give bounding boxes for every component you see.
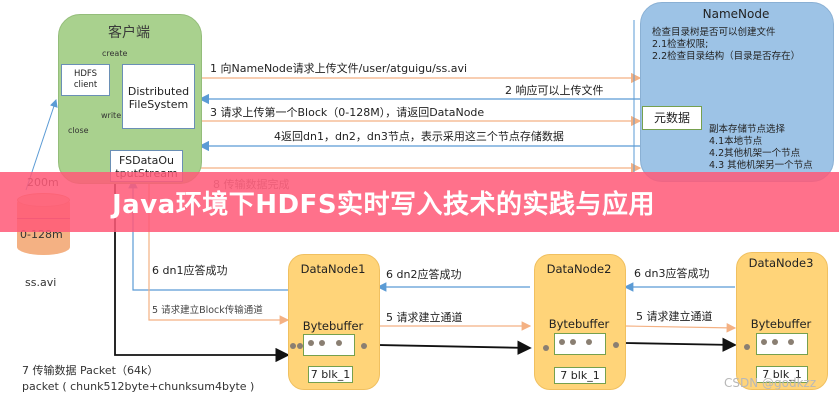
packet-dot bbox=[290, 343, 296, 349]
packet-dot bbox=[308, 340, 314, 346]
packet-dot bbox=[613, 342, 619, 348]
datanode-3-buffer bbox=[756, 333, 808, 355]
datanode-3-title: DataNode3 bbox=[748, 256, 814, 270]
title-banner bbox=[0, 172, 839, 232]
namenode-container bbox=[640, 2, 834, 182]
check-line: 2.1检查权限; bbox=[652, 39, 709, 50]
datanode-3-buffer-label: Bytebuffer bbox=[750, 317, 812, 331]
datanode-1-title: DataNode1 bbox=[300, 262, 366, 276]
message-7-line1: 7 传输数据 Packet（64k） bbox=[22, 364, 159, 377]
packet-dot bbox=[586, 339, 592, 345]
packet-dot bbox=[319, 340, 325, 346]
datanode-2-title: DataNode2 bbox=[546, 262, 612, 276]
fsdos-line1: FSDataOu bbox=[118, 154, 174, 167]
packet-dot bbox=[570, 339, 576, 345]
message-6-dn3: 6 dn3应答成功 bbox=[634, 267, 710, 280]
message-2: 2 响应可以上传文件 bbox=[505, 84, 604, 97]
packet-dot bbox=[761, 339, 767, 345]
namenode-check-list: 检查目录树是否可以创建文件 2.1检查权限; 2.2检查目录结构（目录是否存在） bbox=[652, 27, 800, 63]
replica-line: 4.1本地节点 bbox=[709, 136, 763, 147]
message-5-dn3: 5 请求建立通道 bbox=[636, 310, 713, 323]
datanode-1-block: 7 blk_1 bbox=[308, 366, 353, 383]
datanode-2-buffer bbox=[554, 333, 606, 355]
packet-dot bbox=[336, 340, 342, 346]
replica-line: 4.3 其他机架另一个节点 bbox=[709, 160, 813, 171]
packet-dot bbox=[361, 343, 367, 349]
dfs-line1: Distributed bbox=[127, 85, 190, 98]
check-line: 2.2检查目录结构（目录是否存在） bbox=[652, 51, 801, 62]
datanode-1-buffer-label: Bytebuffer bbox=[302, 319, 364, 333]
packet-dot bbox=[543, 345, 549, 351]
datanode-2-block: 7 blk_1 bbox=[554, 367, 606, 384]
datanode-2-buffer-label: Bytebuffer bbox=[548, 317, 610, 331]
packet-dot bbox=[297, 343, 303, 349]
write-edge-label: write bbox=[101, 111, 122, 120]
message-1: 1 向NameNode请求上传文件/user/atguigu/ss.avi bbox=[210, 62, 468, 75]
watermark: CSDN @godkzz bbox=[724, 376, 817, 390]
hdfs-client-line1: HDFS bbox=[73, 69, 98, 79]
message-5-dn1: 5 请求建立Block传输通道 bbox=[152, 305, 263, 316]
message-6-dn1: 6 dn1应答成功 bbox=[152, 264, 228, 277]
check-line: 检查目录树是否可以创建文件 bbox=[652, 27, 776, 38]
message-7-line2: packet ( chunk512byte+chunksum4byte ) bbox=[22, 380, 255, 393]
create-edge-label: create bbox=[102, 49, 128, 58]
packet-dot bbox=[559, 339, 565, 345]
hdfs-client-box: HDFS client bbox=[61, 64, 110, 96]
distributed-filesystem-box: Distributed FileSystem bbox=[122, 64, 195, 129]
metadata-box: 元数据 bbox=[642, 106, 702, 130]
close-edge-label: close bbox=[68, 126, 89, 135]
client-title: 客户端 bbox=[108, 25, 150, 41]
replica-line: 4.2其他机架一个节点 bbox=[709, 148, 801, 159]
namenode-title: NameNode bbox=[702, 7, 770, 21]
message-3: 3 请求上传第一个Block（0-128M），请返回DataNode bbox=[210, 106, 485, 119]
banner-title: Java环境下HDFS实时写入技术的实践与应用 bbox=[112, 190, 656, 220]
message-5-dn2: 5 请求建立通道 bbox=[386, 311, 463, 324]
packet-dot bbox=[772, 339, 778, 345]
file-name: ss.avi bbox=[25, 276, 57, 289]
message-4: 4返回dn1，dn2，dn3节点，表示采用这三个节点存储数据 bbox=[274, 130, 564, 143]
message-6-dn2: 6 dn2应答成功 bbox=[386, 268, 462, 281]
packet-dot bbox=[744, 344, 750, 350]
datanode-3-block: 7 blk_1 bbox=[756, 366, 808, 383]
packet-dot bbox=[788, 339, 794, 345]
hdfs-client-line2: client bbox=[73, 80, 98, 90]
replica-line: 副本存储节点选择 bbox=[709, 124, 786, 135]
namenode-replica-list: 副本存储节点选择 4.1本地节点 4.2其他机架一个节点 4.3 其他机架另一个… bbox=[709, 124, 813, 172]
datanode-1-buffer bbox=[303, 334, 355, 356]
dfs-line2: FileSystem bbox=[128, 98, 189, 111]
